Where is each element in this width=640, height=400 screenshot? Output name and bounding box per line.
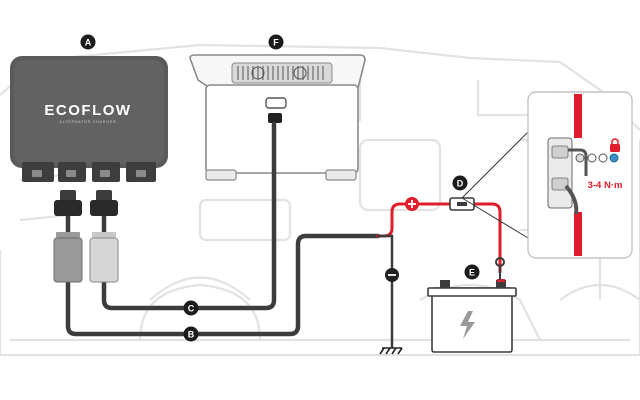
terminal-detail-inset: 3-4 N·m — [527, 91, 633, 259]
power-station-port — [265, 97, 287, 109]
negative-cable — [378, 234, 394, 348]
svg-text:A: A — [85, 38, 92, 48]
padlock-icon — [610, 138, 620, 152]
lightning-bolt-icon — [460, 311, 475, 339]
nut-icon — [609, 153, 619, 163]
callout-c: C — [183, 300, 199, 316]
ground-icon — [379, 347, 403, 355]
battery-terminal-ring — [495, 257, 505, 280]
brand-tagline: ALTERNATOR CHARGER — [60, 120, 117, 124]
inset-leader-line — [461, 129, 531, 199]
svg-text:B: B — [188, 330, 195, 340]
minus-sign-icon — [385, 268, 399, 282]
svg-text:F: F — [273, 38, 279, 48]
svg-text:E: E — [469, 268, 475, 278]
vent-grille — [237, 66, 324, 80]
cable-connectors — [53, 190, 119, 283]
power-station-device — [189, 54, 366, 181]
alternator-charger-device: ECOFLOW ALTERNATOR CHARGER — [10, 56, 168, 182]
svg-text:D: D — [457, 179, 464, 189]
callout-f: F — [268, 34, 284, 50]
callout-b: B — [183, 326, 199, 342]
svg-text:C: C — [188, 304, 195, 314]
charger-port-row — [22, 162, 156, 182]
positive-cable — [376, 202, 502, 274]
brand-logo-text: ECOFLOW — [44, 102, 131, 119]
plus-sign-icon — [405, 197, 419, 211]
power-station-plug — [268, 113, 282, 123]
callout-e: E — [464, 264, 480, 280]
battery — [427, 279, 517, 353]
cable-b — [65, 233, 381, 337]
torque-spec: 3-4 N·m — [588, 180, 623, 191]
callout-a: A — [80, 34, 96, 50]
fuse-icon — [449, 197, 475, 211]
inset-leader-line-lower — [461, 197, 529, 239]
callout-d: D — [452, 175, 468, 191]
